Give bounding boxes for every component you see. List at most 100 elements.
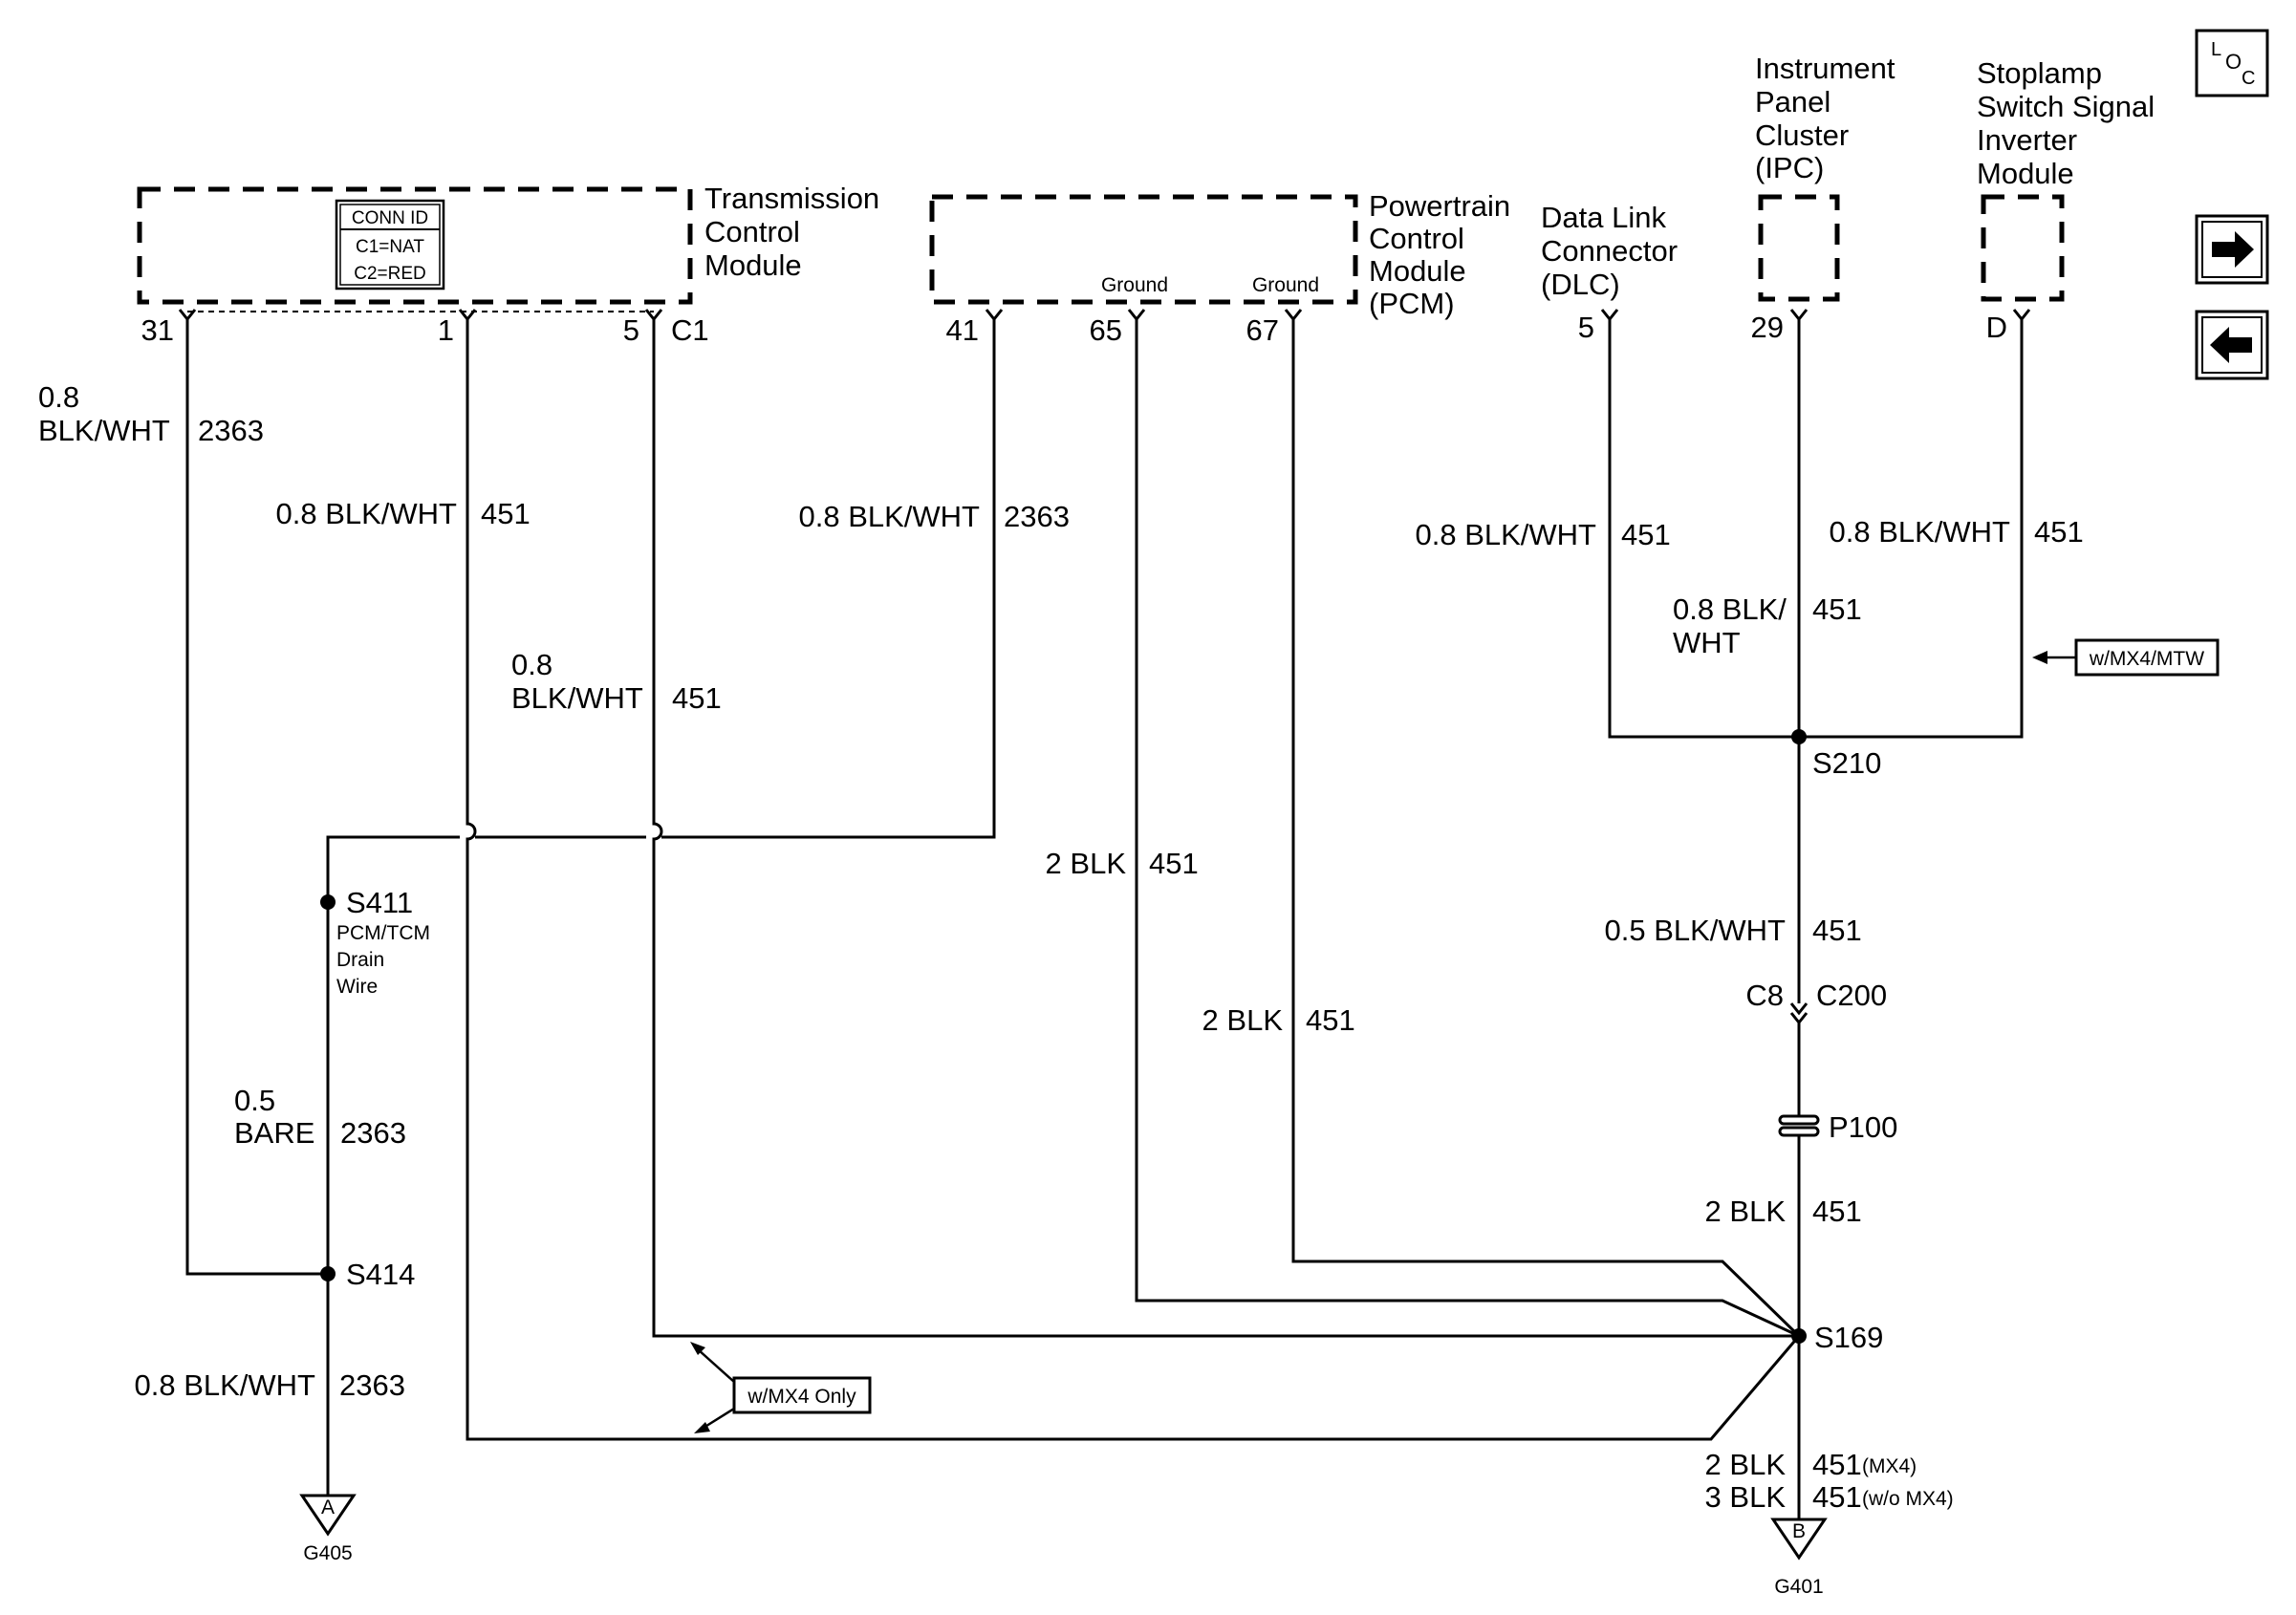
splice-s210-label: S210	[1812, 746, 1881, 780]
wire-drain-gauge-line1: 0.5	[234, 1084, 275, 1117]
splice-s411-dot	[320, 894, 336, 910]
wire-pcm41-circuit: 2363	[1004, 500, 1070, 533]
pcm-ground-label-67: Ground	[1252, 274, 1319, 296]
dlc-label-line2: Connector	[1541, 234, 1678, 268]
pin-fork	[985, 309, 1004, 322]
connector-c200-label: C200	[1816, 979, 1887, 1012]
ground-g405-letter: A	[321, 1497, 335, 1518]
wire-dlc-gauge: 0.8 BLK/WHT	[1416, 518, 1597, 551]
s411-desc-line1: PCM/TCM	[336, 922, 430, 944]
splice-s414-label: S414	[346, 1258, 415, 1291]
wire-tcm31-circuit: 2363	[198, 414, 264, 447]
conn-id-box	[335, 199, 445, 291]
wire-tcm1-circuit: 451	[481, 497, 531, 530]
wire-pcm65-circuit: 451	[1149, 847, 1199, 880]
wire-pcm67-s169	[1291, 319, 1801, 1338]
wire-tcm5-circuit: 451	[672, 681, 722, 715]
pin-tcm-1: 1	[438, 313, 454, 347]
pin-fork	[1284, 309, 1303, 322]
conn-id-c1: C1=NAT	[356, 237, 424, 257]
ground-g401-letter: B	[1792, 1520, 1806, 1542]
wire-drain-gauge-line2: BARE	[234, 1116, 314, 1150]
passthrough-p100: P100	[1778, 1110, 1897, 1144]
s411-desc-line3: Wire	[336, 976, 378, 998]
wire-drain-circuit: 2363	[340, 1116, 406, 1150]
splice-s169-dot	[1791, 1328, 1807, 1344]
wire-g405-circuit: 2363	[339, 1368, 405, 1402]
dlc-label-line1: Data Link	[1541, 201, 1666, 234]
option-mx4-only: w/MX4 Only	[690, 1342, 872, 1433]
pin-fork	[1600, 309, 1619, 322]
inverter-label-line4: Module	[1977, 157, 2074, 190]
wire-p100-circuit: 451	[1812, 1195, 1862, 1228]
arrow-right-icon[interactable]	[2195, 214, 2269, 285]
inverter-label-line1: Stoplamp	[1977, 56, 2102, 90]
p100-label: P100	[1829, 1110, 1897, 1144]
wire-tcm31-gauge-line2: BLK/WHT	[38, 414, 170, 447]
wire-pcm65-s169	[1135, 319, 1800, 1338]
wire-g405-gauge: 0.8 BLK/WHT	[135, 1368, 316, 1402]
pin-pcm-41: 41	[946, 313, 979, 347]
splice-s414-dot	[320, 1266, 336, 1281]
dlc-label-line3: (DLC)	[1541, 268, 1620, 301]
arrow-left-icon[interactable]	[2195, 310, 2269, 380]
ground-g405-name: G405	[303, 1542, 352, 1564]
wire-g401-womx4-option: (w/o MX4)	[1862, 1488, 1954, 1510]
pcm-label-line4: (PCM)	[1369, 287, 1455, 320]
pin-inverter-d: D	[1986, 311, 2007, 344]
ground-g405: A G405	[299, 1494, 357, 1564]
wire-tcm1-s169	[466, 319, 1801, 1441]
wire-pcm65-gauge: 2 BLK	[1046, 847, 1127, 880]
wire-pcm67-gauge: 2 BLK	[1202, 1003, 1284, 1037]
ipc-label-line2: Panel	[1755, 85, 1830, 118]
loc-icon[interactable]: L O C	[2195, 29, 2269, 97]
wire-inverter-circuit: 451	[2034, 515, 2084, 549]
inverter-box	[1981, 194, 2065, 302]
tcm-label-line2: Control	[704, 215, 800, 248]
tcm-box	[137, 186, 693, 305]
splices: S210 S411 PCM/TCM Drain Wire S414 S169	[320, 729, 1883, 1354]
svg-text:C: C	[2242, 68, 2255, 89]
wire-labels: 0.8 BLK/WHT 2363 0.8 BLK/WHT 451 0.8 BLK…	[38, 380, 2084, 1514]
svg-text:O: O	[2225, 50, 2242, 74]
wire-s210-circuit: 451	[1812, 914, 1862, 947]
pin-tcm-5: 5	[623, 313, 639, 347]
ipc-box	[1758, 194, 1840, 302]
wire-g401-womx4-circuit: 451	[1812, 1480, 1862, 1514]
wire-inverter-s210	[1799, 319, 2024, 739]
inverter-module: Stoplamp Switch Signal Inverter Module	[1977, 56, 2155, 302]
connector-c200: C8 C200	[1745, 979, 1887, 1025]
pin-ipc-29: 29	[1751, 311, 1784, 344]
tcm-connector-label: C1	[671, 313, 709, 347]
wires	[185, 319, 2024, 1519]
splice-s210-dot	[1791, 729, 1807, 744]
pin-dlc-5: 5	[1578, 311, 1594, 344]
wire-pcm41-gauge: 0.8 BLK/WHT	[799, 500, 981, 533]
pin-pcm-65: 65	[1090, 313, 1122, 347]
ground-g401-name: G401	[1774, 1576, 1823, 1598]
wire-g401-womx4-gauge: 3 BLK	[1705, 1480, 1787, 1514]
pcm-module: Powertrain Control Module (PCM) Ground G…	[929, 189, 1510, 320]
ipc-label-line4: (IPC)	[1755, 151, 1824, 184]
svg-text:L: L	[2211, 39, 2221, 60]
wire-dlc-s210	[1608, 319, 1799, 739]
wire-tcm31-gauge-line1: 0.8	[38, 380, 79, 414]
ground-g401: B G401	[1770, 1518, 1828, 1598]
pin-tcm-31: 31	[141, 313, 174, 347]
tcm-module: Transmission Control Module CONN ID C1=N…	[137, 182, 879, 312]
wire-g401-mx4-option: (MX4)	[1862, 1455, 1917, 1477]
tcm-label-line3: Module	[704, 248, 802, 282]
ipc-module: Instrument Panel Cluster (IPC)	[1755, 52, 1895, 302]
wire-ipc-circuit: 451	[1812, 592, 1862, 626]
connector-c8-label: C8	[1745, 979, 1784, 1012]
pcm-label-line1: Powertrain	[1369, 189, 1510, 223]
mx4-mtw-label: w/MX4/MTW	[2089, 648, 2204, 670]
wire-pcm41-s411	[326, 319, 996, 902]
tcm-label-line1: Transmission	[704, 182, 879, 215]
wire-ipc-gauge-line1: 0.8 BLK/	[1673, 592, 1787, 626]
pcm-label-line2: Control	[1369, 222, 1464, 255]
pin-fork	[1127, 309, 1146, 322]
pcm-box	[929, 194, 1358, 305]
inverter-label-line2: Switch Signal	[1977, 90, 2155, 123]
